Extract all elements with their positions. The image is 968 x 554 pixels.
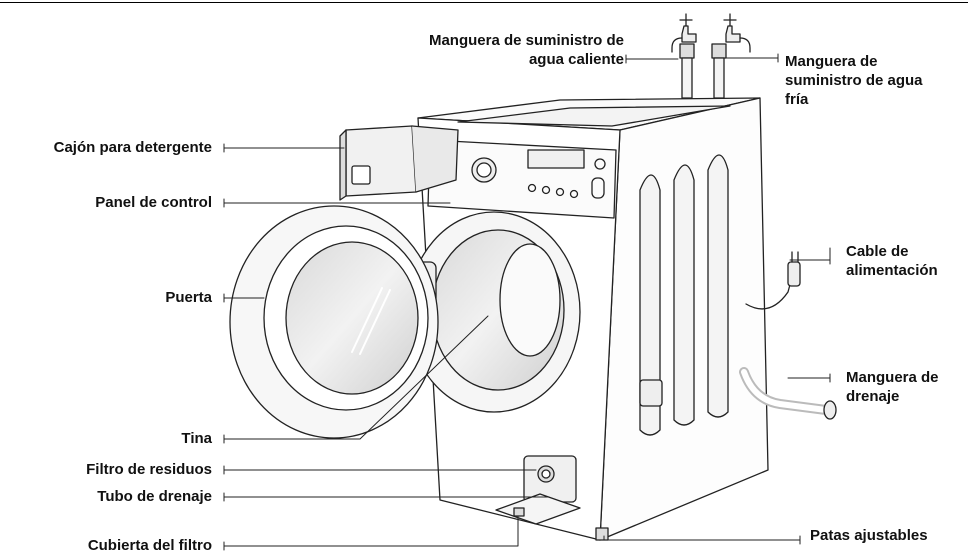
- label-hot-water-hose: Manguera de suministro de agua caliente: [370, 31, 624, 69]
- label-debris-filter: Filtro de residuos: [86, 461, 212, 478]
- detergent-drawer: [339, 125, 459, 201]
- hot-faucet: [671, 13, 697, 99]
- label-drain-hose-line1: Manguera de: [846, 369, 939, 386]
- label-tub: Tina: [181, 430, 212, 447]
- filter-area: [495, 455, 581, 525]
- drain-hose: [739, 367, 837, 420]
- label-drain-hose-line2: drenaje: [846, 388, 900, 405]
- cold-faucet: [711, 13, 751, 99]
- label-door: Puerta: [165, 289, 212, 306]
- label-power-cord-line2: alimentación: [846, 262, 938, 279]
- label-cold-water-hose-line1: Manguera de: [785, 53, 878, 70]
- label-drain-tube: Tubo de drenaje: [97, 488, 212, 505]
- label-power-cord-line1: Cable de: [846, 243, 909, 260]
- label-adjustable-feet: Patas ajustables: [810, 527, 928, 544]
- top-rule: [0, 2, 968, 3]
- label-hot-water-hose-line2: agua caliente: [528, 51, 624, 68]
- label-hot-water-hose-line1: Manguera de suministro de: [428, 32, 624, 49]
- side-vents: [639, 154, 729, 436]
- drum: [407, 211, 581, 413]
- label-control-panel: Panel de control: [95, 194, 212, 211]
- label-cold-water-hose-line3: fría: [785, 91, 809, 108]
- label-detergent-drawer: Cajón para detergente: [53, 139, 212, 156]
- label-cold-water-hose-line2: suministro de agua: [785, 72, 923, 89]
- label-filter-cover: Cubierta del filtro: [87, 537, 212, 554]
- label-drain-hose: Manguera de drenaje: [846, 368, 966, 406]
- label-power-cord: Cable de alimentación: [846, 242, 966, 280]
- label-cold-water-hose: Manguera de suministro de agua fría: [785, 52, 955, 109]
- foot: [595, 527, 609, 541]
- leader-lines: [223, 53, 831, 551]
- door: [229, 205, 439, 439]
- power-cord: [745, 251, 801, 310]
- control-panel: [427, 139, 617, 219]
